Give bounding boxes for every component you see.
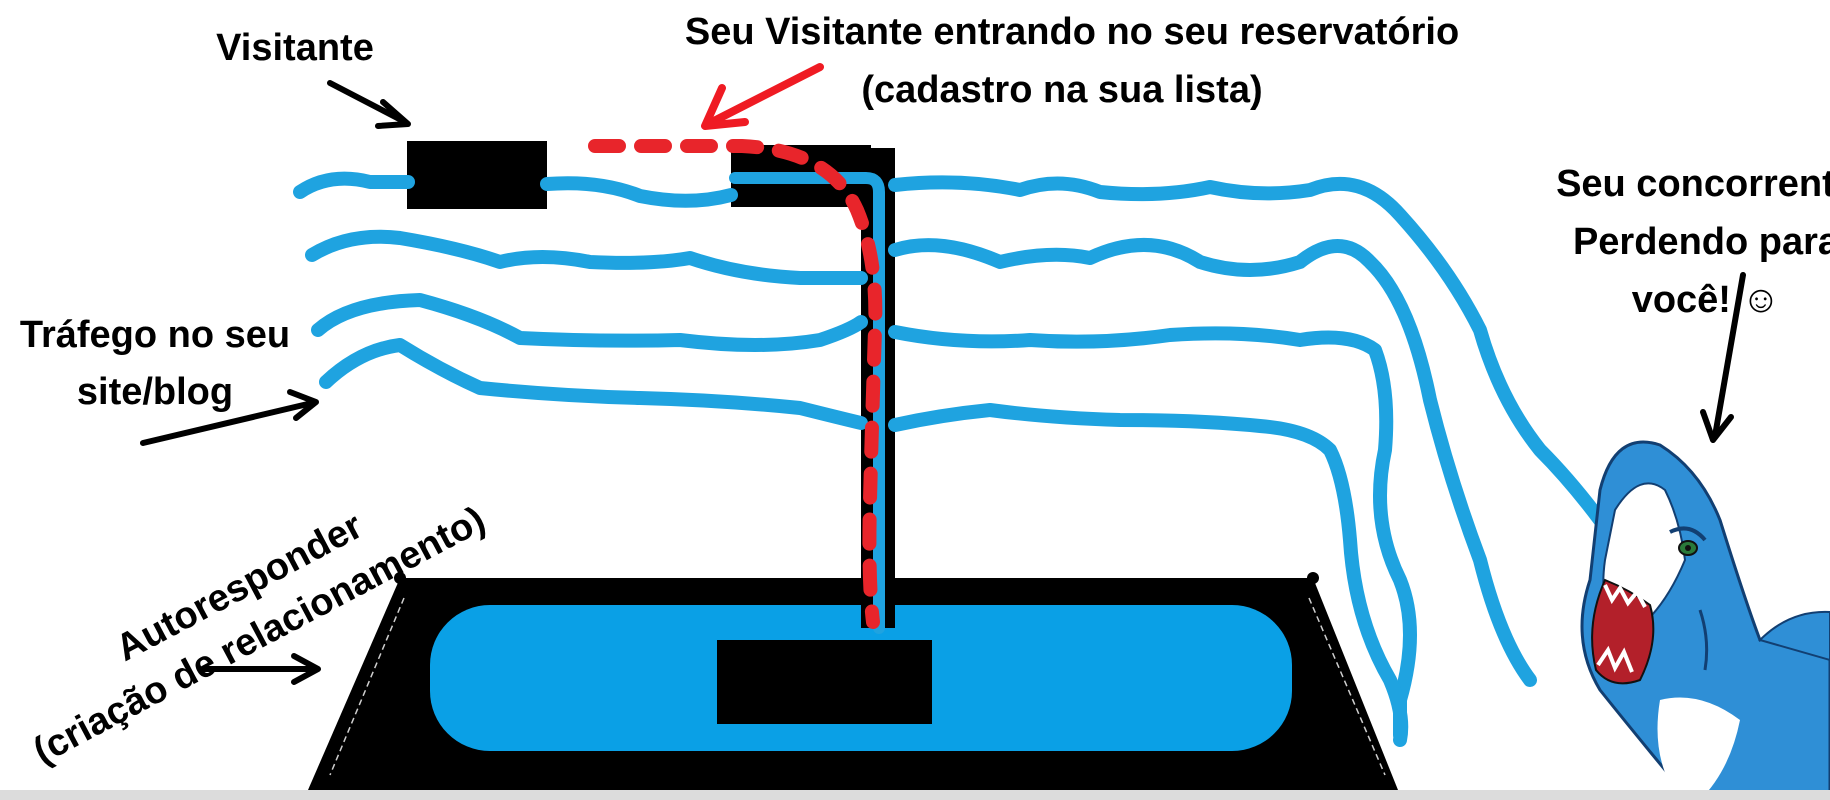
- traffic-stream-1: [293, 171, 1607, 527]
- arrow-to-competitor: [1712, 272, 1746, 439]
- visitor-label: Visitante: [216, 27, 374, 69]
- visitor-entering-label-line2: (cadastro na sua lista): [861, 69, 1262, 111]
- visitor-entry-path: [588, 139, 883, 629]
- pipe-inner-stream: [729, 172, 885, 634]
- bottom-edge: [0, 790, 1830, 800]
- autoresponder-box: [717, 640, 932, 724]
- arrow-to-visitor: [327, 80, 408, 125]
- arrows: [140, 63, 1746, 685]
- traffic-stream-4: [319, 338, 1409, 747]
- shark-icon: [1580, 440, 1830, 800]
- visitor-entering-label-line1: Seu Visitante entrando no seu reservatór…: [685, 11, 1459, 53]
- arrow-visitor-entering: [706, 63, 824, 127]
- traffic-stream-3: [311, 293, 1417, 742]
- traffic-streams: [293, 171, 1607, 747]
- traffic-stream-2: [305, 229, 1537, 687]
- traffic-label-line1: Tráfego no seu: [20, 314, 290, 356]
- competitor-label-line3: você! ☺: [1632, 279, 1781, 321]
- traffic-label-line2: site/blog: [77, 371, 233, 413]
- competitor-label-line1: Seu concorrente: [1556, 163, 1830, 205]
- reservoir-tank: [308, 572, 1398, 790]
- arrow-to-traffic: [140, 400, 315, 446]
- competitor-label-line2: Perdendo para: [1573, 221, 1830, 263]
- visitor-block: [407, 141, 547, 209]
